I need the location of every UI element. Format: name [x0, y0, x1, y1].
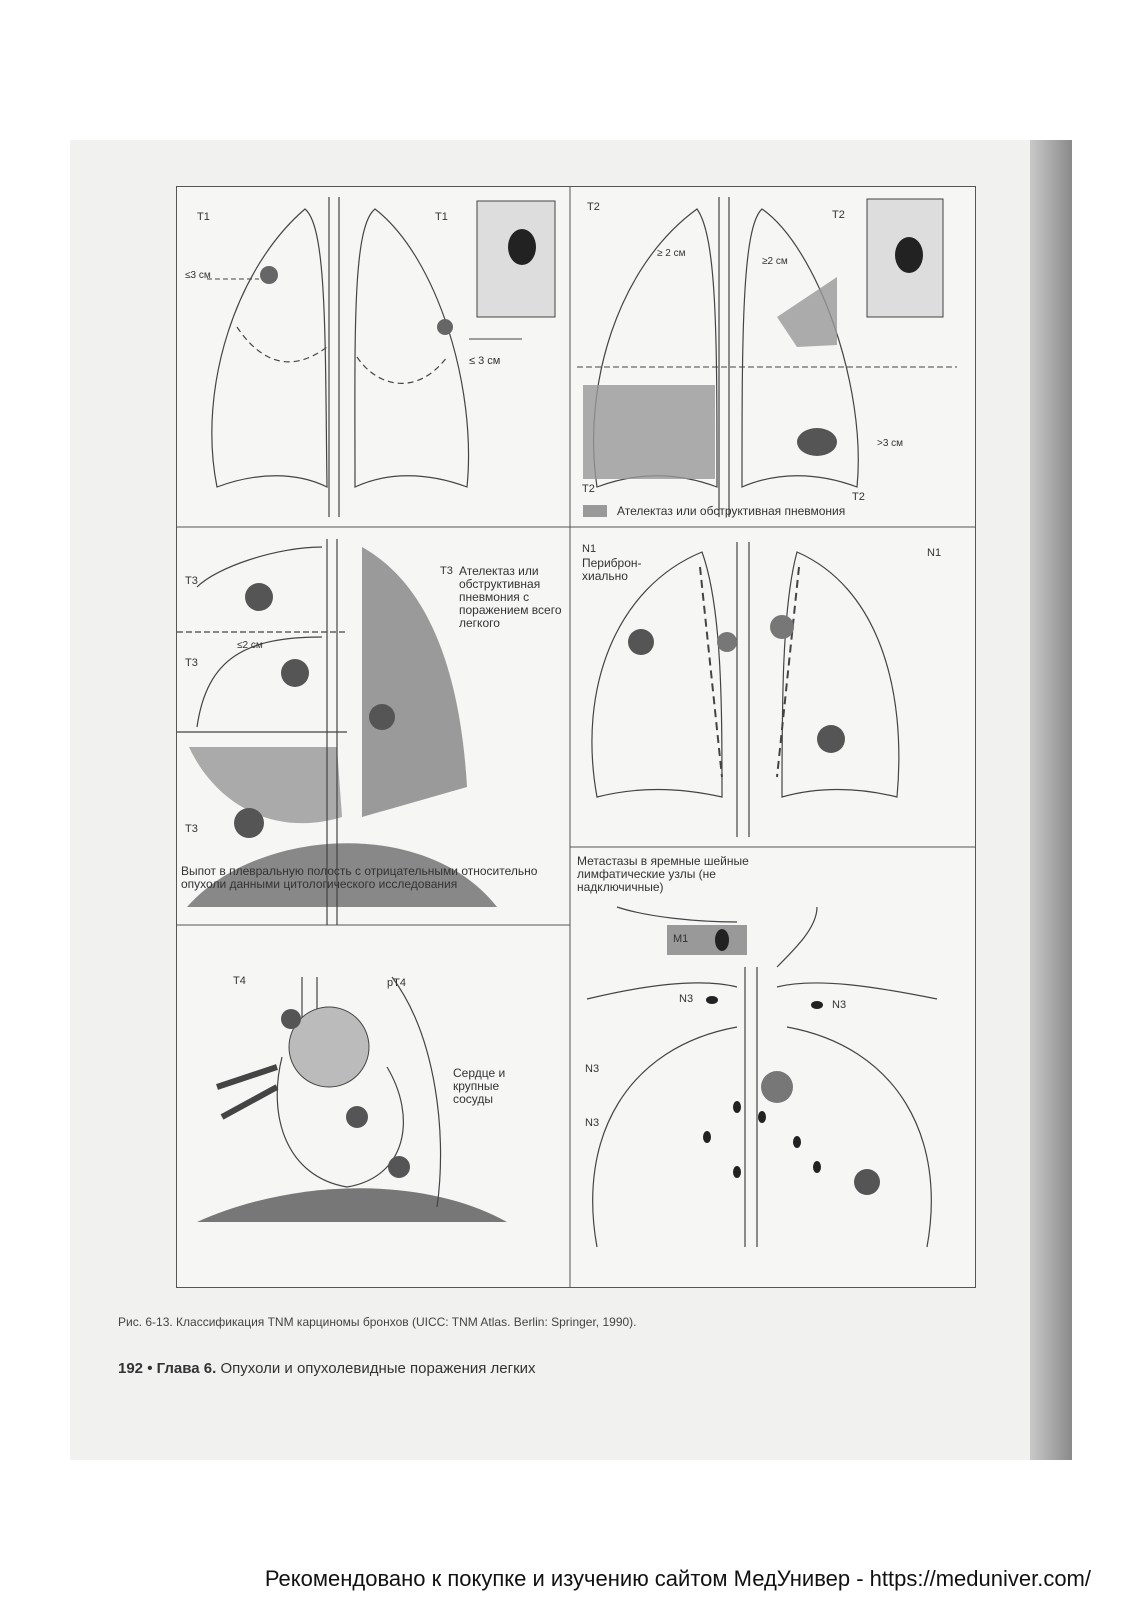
chapter-label: Глава 6.: [156, 1360, 217, 1377]
label-n3-d: N3: [585, 1117, 600, 1129]
label-ge2-cm-left: ≥ 2 см: [657, 248, 686, 259]
footer-recommendation: Рекомендовано к покупке и изучению сайто…: [264, 1566, 1091, 1591]
metastases-description: Метастазы в яремные шейные лимфатические…: [577, 854, 749, 894]
chapter-line: 192 • Глава 6. Опухоли и опухолевидные п…: [118, 1360, 536, 1377]
peribronchial-label: Периброн-хиально: [582, 556, 642, 583]
label-le3-cm-right: ≤ 3 см: [469, 355, 501, 367]
label-t2-bottom-left: T2: [582, 483, 595, 495]
atelectasis-legend: Ателектаз или обструктивная пневмония: [617, 504, 846, 518]
label-m1: M1: [673, 933, 689, 945]
figure-caption: Рис. 6-13. Классификация TNM карциномы б…: [118, 1315, 637, 1329]
label-t3-b: T3: [440, 565, 453, 577]
label-n3-b: N3: [832, 999, 847, 1011]
label-pt4: pT4: [387, 977, 406, 989]
page-gutter-shadow: [1030, 140, 1072, 1460]
chapter-title: Опухоли и опухолевидные поражения легких: [220, 1360, 536, 1377]
label-n1-left: N1: [582, 543, 597, 555]
effusion-description: Выпот в плевральную полость с отрицатель…: [181, 864, 538, 891]
label-t1-right: T1: [435, 211, 448, 223]
label-gt3-cm: >3 см: [877, 438, 904, 449]
bullet: •: [147, 1360, 153, 1377]
tnm-illustration: [177, 187, 975, 1287]
label-t3-d: T3: [185, 823, 198, 835]
label-t3-a: T3: [185, 575, 198, 587]
page-number: 192: [118, 1360, 144, 1377]
label-n3-a: N3: [679, 993, 694, 1005]
label-t2-bottom-right: T2: [852, 491, 865, 503]
label-t4: T4: [233, 975, 246, 987]
label-n3-c: N3: [585, 1063, 600, 1075]
label-le2-cm: ≤2 см: [237, 640, 263, 651]
label-t1-left: T1: [197, 211, 210, 223]
label-t2-top-right: T2: [832, 209, 845, 221]
label-le3-cm-left: ≤3 см: [185, 270, 211, 281]
label-t3-c: T3: [185, 657, 198, 669]
tnm-figure: T1 T1 ≤3 см ≤ 3 см T2 T2 ≥ 2 см ≥2 см >3…: [176, 186, 976, 1288]
label-ge2-cm-right: ≥2 см: [762, 256, 788, 267]
heart-vessels-label: Сердце и крупные сосуды: [453, 1066, 506, 1106]
label-n1-right: N1: [927, 547, 942, 559]
t3-description: Ателектаз или обструктивная пневмония с …: [459, 564, 562, 630]
label-t2-top-left: T2: [587, 201, 600, 213]
